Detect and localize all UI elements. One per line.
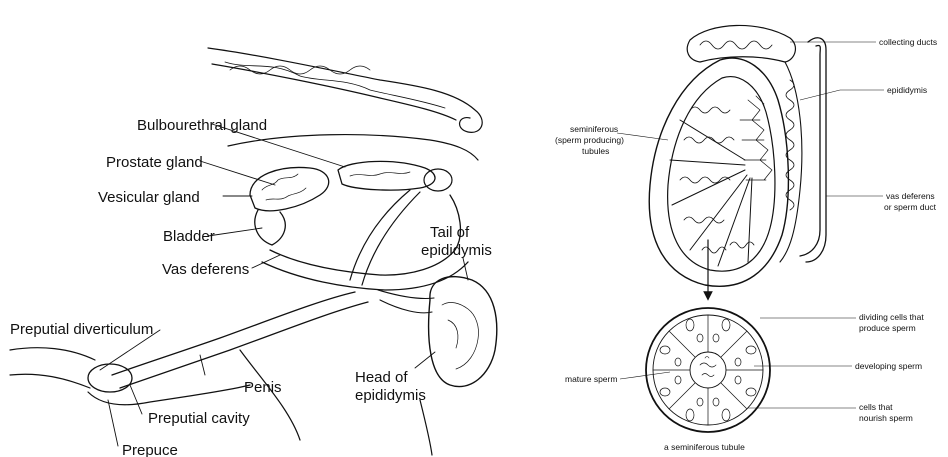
right-illustration (646, 25, 826, 432)
label-collecting-ducts: collecting ducts (879, 37, 937, 47)
label-tail-of-epididymis-line1: Tail of (430, 224, 470, 241)
label-head-of-epididymis-line2: epididymis (355, 387, 426, 404)
label-nourish-cells-line2: nourish sperm (859, 413, 913, 423)
label-vesicular-gland: Vesicular gland (98, 189, 200, 206)
label-developing-sperm: developing sperm (855, 361, 922, 371)
label-preputial-cavity: Preputial cavity (148, 410, 250, 427)
label-bladder: Bladder (163, 228, 215, 245)
label-vas-deferens: Vas deferens (162, 261, 249, 278)
label-preputial-diverticulum: Preputial diverticulum (10, 321, 153, 338)
label-tubule-caption: a seminiferous tubule (664, 442, 745, 452)
label-penis: Penis (244, 379, 282, 396)
label-prepuce: Prepuce (122, 442, 178, 457)
label-mature-sperm: mature sperm (565, 374, 617, 384)
label-bulbourethral-gland: Bulbourethral gland (137, 117, 267, 134)
label-seminiferous-line3: tubules (582, 146, 609, 156)
label-dividing-cells-line1: dividing cells that (859, 312, 924, 322)
label-nourish-cells-line1: cells that (859, 402, 893, 412)
label-vas-deferens-line2: or sperm duct (884, 202, 937, 212)
label-seminiferous-line1: seminiferous (570, 124, 618, 134)
label-head-of-epididymis-line1: Head of (355, 369, 408, 386)
label-seminiferous-line2: (sperm producing) (555, 135, 624, 145)
label-tail-of-epididymis-line2: epididymis (421, 242, 492, 259)
label-epididymis: epididymis (887, 85, 927, 95)
label-prostate-gland: Prostate gland (106, 154, 203, 171)
label-vas-deferens-line1: vas deferens (886, 191, 935, 201)
label-dividing-cells-line2: produce sperm (859, 323, 916, 333)
right-leader-lines (617, 42, 884, 408)
